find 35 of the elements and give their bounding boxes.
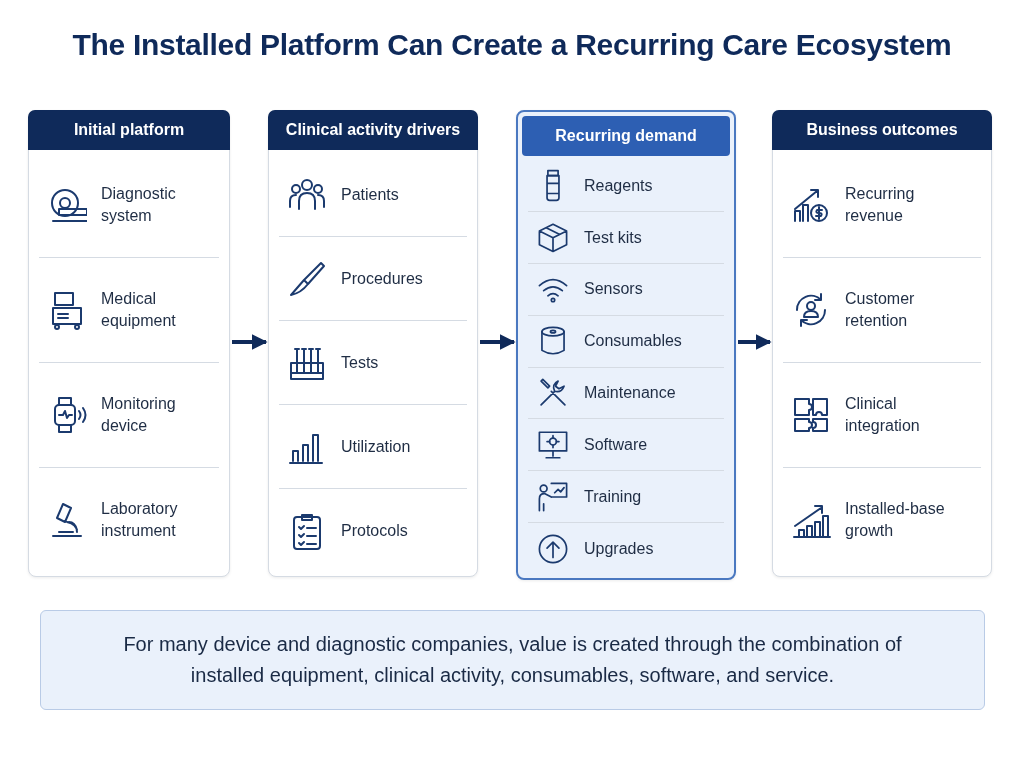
diagram-title: The Installed Platform Can Create a Recurring Care Ecosystem: [71, 28, 953, 62]
item-label: Upgrades: [584, 538, 654, 559]
item-label: Diagnostic system: [101, 184, 177, 226]
column-header: Business outcomes: [772, 110, 992, 150]
highlighted-column-panel: [516, 110, 736, 580]
item-label: Clinical integration: [845, 394, 921, 436]
column-header: Initial platform: [28, 110, 230, 150]
item-label: Medical equipment: [101, 289, 177, 331]
item-label: Reagents: [584, 175, 653, 196]
item-label: Software: [584, 435, 648, 455]
summary-note-box: [40, 610, 985, 710]
arrow: [480, 334, 516, 350]
arrow: [232, 334, 268, 350]
item-label: Maintenance: [584, 383, 676, 404]
summary-text: For many device and diagnostic companies, value is created through the combination of installed equipment, clinical activity, consumables, software, and service.: [122, 632, 903, 688]
item-label: Laboratory instrument: [101, 499, 179, 541]
column-panel: [268, 110, 478, 577]
item-label: Tests: [341, 352, 379, 373]
item-label: Procedures: [341, 268, 423, 289]
item-label: Sensors: [584, 279, 643, 300]
item-label: Utilization: [341, 436, 411, 457]
column-header: Clinical activity drivers: [268, 110, 478, 150]
item-label: Test kits: [584, 227, 642, 248]
arrow: [738, 334, 772, 350]
column-panel: [28, 110, 230, 577]
column-header: Recurring demand: [522, 116, 730, 156]
item-label: Customer retention: [845, 289, 916, 331]
item-label: Monitoring device: [101, 394, 177, 436]
item-label: Installed-base growth: [845, 499, 946, 541]
item-label: Patients: [341, 184, 399, 205]
item-label: Recurring revenue: [845, 184, 916, 226]
column-panel: [772, 110, 992, 577]
item-label: Protocols: [341, 520, 408, 541]
item-label: Training: [584, 486, 642, 507]
item-label: Consumables: [584, 331, 682, 352]
